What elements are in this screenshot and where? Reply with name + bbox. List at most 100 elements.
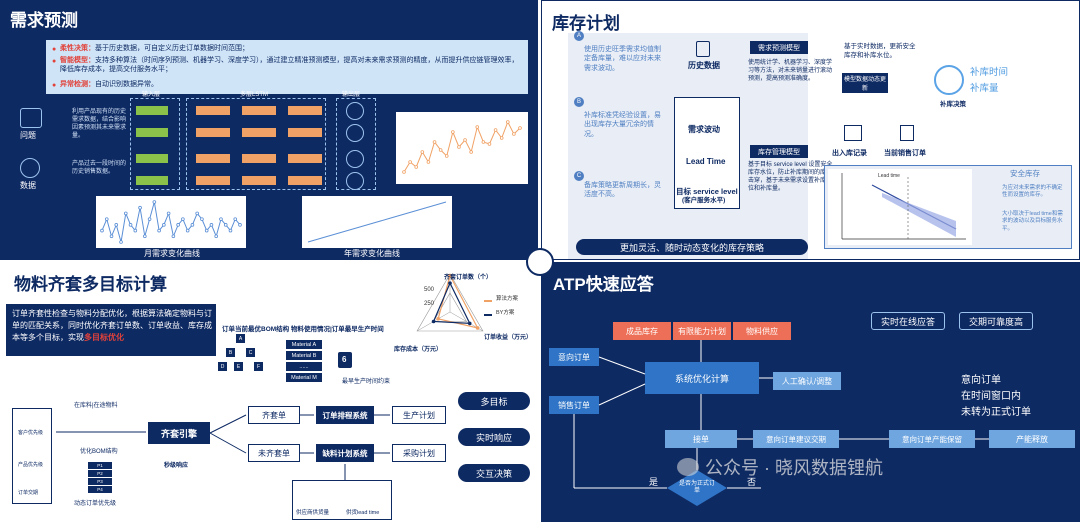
q1-bullet-2-head: 智能模型：: [60, 57, 95, 64]
radar-tick-500: 500: [424, 287, 435, 293]
monthly-chart-point-18: [185, 228, 190, 233]
supplier-supply: 供应商供货量: [296, 510, 330, 516]
legend-swatch-2: [484, 314, 492, 316]
problem-label: 问题: [20, 131, 36, 140]
data-icon: [20, 158, 40, 178]
target-sl-sub: (客户服务水平): [682, 197, 726, 204]
priority-level: P1: [88, 462, 112, 469]
monthly-chart-point-10: [147, 217, 152, 221]
q1-bullet-1: 柔性决策：基于历史数据，可自定义历史订单数据时间范围；: [60, 44, 520, 53]
realtime-pill: 实时响应: [458, 428, 530, 446]
inv-model-desc: 基于目标 service level 设置安全库存水位，防止补库期间的库存击穿，…: [748, 162, 833, 193]
q2-badge-a: A: [574, 31, 584, 41]
finite-cap-box: 有限能力计划: [673, 322, 731, 340]
yearly-chart-line: [307, 201, 447, 243]
q2-badge-c: C: [574, 171, 584, 181]
safety-stock-chart: [841, 173, 966, 240]
prod-plan-box: 生产计划: [392, 406, 446, 424]
demand-model-box: 需求预测模型: [750, 41, 808, 54]
monthly-chart-point-0: [100, 228, 104, 233]
priority-level: P3: [88, 478, 112, 485]
lstm-cell: [242, 128, 276, 137]
q4-title: ATP快速应答: [553, 275, 654, 294]
lstm-cell: [242, 176, 276, 185]
q1-small-chart: [402, 120, 522, 174]
monthly-chart-point-24: [214, 234, 219, 239]
q2-title: 库存计划: [552, 14, 620, 33]
lead-time: Lead Time: [686, 157, 726, 166]
inout-record: 出入库记录: [832, 150, 867, 157]
q1-bullet-3-text: 自动识别数据异常。: [95, 81, 158, 88]
lstm-output-node: [346, 150, 364, 168]
radar-point-0-1: [475, 326, 480, 330]
left-factor-box: [12, 408, 52, 504]
lstm-input-box: [130, 98, 180, 190]
small-chart-point-7: [444, 154, 449, 158]
q3-panel: 物料齐套多目标计算 订单齐套性检查与物料分配优化，根据算法确定物料与订单的匹配关…: [0, 262, 538, 522]
radar-tick-250: 250: [424, 301, 435, 307]
engine-box: 齐套引擎: [148, 422, 210, 444]
supplier-lt: 供货lead time: [346, 510, 380, 516]
monthly-chart-point-29: [238, 223, 242, 227]
monthly-chart-point-21: [200, 217, 204, 221]
lstm-cell: [288, 176, 322, 185]
monthly-chart-point-6: [128, 223, 133, 227]
lstm-hidden-box: [186, 98, 326, 190]
monthly-chart-point-27: [228, 228, 233, 233]
q1-bullet-1-head: 柔性决策：: [60, 45, 95, 52]
monthly-chart-point-17: [181, 217, 185, 221]
suggest-box: 意向订单建议交期: [753, 430, 839, 448]
lstm-input-label: 输入层: [142, 92, 161, 98]
monthly-chart-point-15: [171, 234, 176, 239]
lstm-cell: [136, 106, 168, 115]
demand-fluct: 需求波动: [688, 125, 720, 134]
lstm-cell: [196, 128, 230, 137]
dyn-priority: 动态订单优先级: [74, 501, 117, 507]
q1-bullet-2-text: 支持多种算法（时间序列预测、机器学习、深度学习），通过建立精准预测模型，提高对未…: [60, 57, 519, 74]
monthly-chart-point-16: [176, 223, 180, 227]
radar-point-1-0: [448, 281, 452, 285]
radar-label-right: 订单收益（万元）: [484, 335, 533, 341]
monthly-chart-point-7: [133, 228, 138, 233]
small-chart-point-15: [493, 128, 498, 132]
radar-label-top: 齐套订单数（个）: [444, 275, 493, 281]
replenish-qty: 补库量: [970, 83, 999, 94]
small-chart-point-14: [487, 142, 492, 146]
radar-point-0-2: [436, 317, 440, 321]
monthly-chart-point-13: [162, 223, 166, 227]
q1-bullet-2: 智能模型：支持多种算法（时间序列预测、机器学习、深度学习），通过建立精准预测模型…: [60, 56, 520, 75]
sched-sys-box: 订单排程系统: [316, 406, 374, 424]
lstm-output-node: [346, 124, 364, 142]
calendar-icon: [338, 352, 352, 368]
small-chart-point-2: [414, 165, 419, 169]
note-line-3: 未转为正式订单: [961, 407, 1031, 418]
monthly-chart-point-8: [138, 205, 142, 210]
small-chart-point-0: [402, 170, 406, 174]
cust-priority: 客户优先级: [18, 430, 44, 436]
q1-bullet-3: 异常检测：自动识别数据异常。: [60, 80, 520, 89]
history-data-label: 历史数据: [688, 61, 720, 70]
lstm-output-node: [346, 172, 364, 190]
monthly-chart-point-11: [152, 200, 157, 204]
q1-bullet-3-head: 异常检测：: [60, 81, 95, 88]
calendar-num: 6: [342, 355, 347, 364]
safety-stock-title: 安全库存: [1010, 169, 1040, 178]
problem-text: 利用产品现有的历史需求数据，结合影响因素预测其未来需求量。: [72, 109, 127, 140]
history-data-icon: [696, 41, 710, 57]
monthly-chart-point-12: [157, 228, 161, 233]
watermark: 公众号 · 晓风数据锂航: [705, 458, 883, 478]
finished-stock-box: 成品库存: [613, 322, 671, 340]
multi-goal-pill: 多目标: [458, 392, 530, 410]
target-sl: 目标 service level: [676, 187, 738, 196]
factor-box: [674, 97, 740, 209]
small-chart-point-6: [438, 148, 443, 152]
monthly-chart-point-2: [109, 234, 114, 239]
q3-desc-box: [6, 304, 216, 356]
monthly-caption: 月需求变化曲线: [144, 249, 200, 258]
data-text: 产品过去一段时间的历史销售数据。: [72, 161, 127, 176]
radar-point-0-0: [448, 273, 452, 278]
radar-point-1-1: [467, 321, 472, 326]
radar-series-1: [432, 281, 471, 325]
monthly-chart-point-26: [223, 223, 228, 227]
ss-item-2: 大小取决于lead time和需求的波动以及目标服务水平。: [1002, 211, 1063, 232]
